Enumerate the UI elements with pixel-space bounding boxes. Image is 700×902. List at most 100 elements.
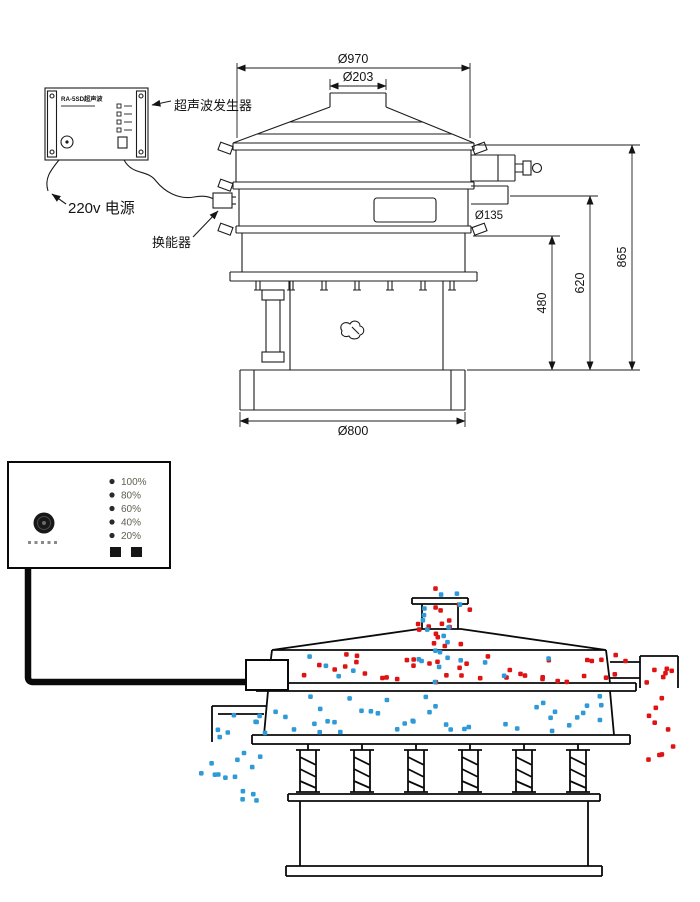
fine-particle-dot: [223, 775, 228, 780]
coarse-particle-dot: [485, 654, 491, 659]
coarse-particle-dot: [362, 671, 368, 676]
generator-subtitle-mark: [61, 105, 95, 107]
fine-particle-dot: [308, 694, 313, 699]
transducer-box: [245, 659, 289, 691]
fine-particle-dot: [501, 673, 507, 679]
fine-particle-dot: [574, 715, 580, 720]
fine-particle-dot: [249, 764, 255, 770]
coarse-particle-dot: [652, 667, 657, 673]
fine-particle-dot: [423, 694, 429, 700]
control-panel-box: 100% 80% 60% 40% 20%: [7, 461, 171, 569]
spring-legs: [296, 744, 590, 793]
fine-particle-dot: [599, 702, 604, 708]
fine-particle-dot: [338, 729, 343, 735]
coarse-particle-dot: [522, 673, 528, 678]
coarse-particle-dot: [342, 664, 348, 669]
fine-particle-dot: [257, 713, 262, 719]
coarse-particle-dot: [384, 675, 389, 680]
fine-particle-dot: [448, 727, 453, 732]
coarse-particle-dot: [540, 675, 545, 680]
fine-particle-dot: [307, 654, 312, 659]
power-cord: [24, 568, 246, 686]
fine-particle-dot: [402, 721, 407, 726]
casting-mark-icon: [340, 320, 365, 340]
coarse-particle-dot: [518, 671, 523, 677]
fine-particle-dot: [347, 696, 352, 701]
coarse-particle-dot: [589, 658, 595, 664]
coarse-particle-dot: [435, 659, 440, 665]
coarse-particle-dot: [663, 670, 668, 676]
panel-level-row: 100%: [109, 477, 147, 488]
panel-level-row: 40%: [109, 518, 141, 529]
coarse-particle-dot: [433, 605, 438, 610]
coarse-particle-dot: [317, 662, 322, 668]
panel-level-label: 20%: [121, 531, 141, 542]
fine-particle-dot: [597, 694, 603, 699]
fine-particle-dot: [231, 712, 237, 718]
fine-particle-dot: [466, 724, 472, 730]
generator-knob-icon: [60, 135, 74, 149]
coarse-particle-dot: [599, 657, 604, 663]
coarse-particle-dot: [442, 643, 448, 649]
led-dot-icon: [109, 519, 115, 525]
coarse-particle-dot: [446, 618, 452, 623]
coarse-particle-dot: [354, 653, 360, 659]
fine-particle-dot: [597, 717, 603, 723]
fine-particle-dot: [215, 727, 221, 733]
fine-particle-dot: [254, 798, 259, 803]
fine-particle-dot: [216, 772, 221, 777]
fine-particle-dot: [432, 679, 438, 685]
fine-particle-dot: [421, 612, 427, 618]
fine-particle-dot: [254, 719, 259, 725]
fine-particle-dot: [411, 719, 416, 724]
sieve-machine-schematic: [211, 597, 679, 877]
callout-labels: 超声波发生器 220v 电源 换能器: [51, 98, 252, 250]
coarse-particle-dot: [458, 641, 464, 647]
coarse-particle-dot: [433, 586, 438, 591]
coarse-particle-dot: [433, 631, 439, 637]
fine-particle-dot: [454, 591, 460, 596]
fine-particle-dot: [424, 627, 430, 632]
schematic-base: [285, 793, 603, 877]
fine-particle-dot: [291, 727, 297, 732]
dim-height-mid: 620: [573, 273, 587, 294]
coarse-particle-dot: [457, 665, 462, 671]
ring-clamps: [217, 141, 488, 236]
left-discharge-chute: [211, 705, 266, 742]
led-dot-icon: [109, 492, 115, 498]
fine-particle-dot: [257, 754, 263, 759]
coarse-particle-dot: [664, 666, 670, 672]
fine-particle-dot: [199, 771, 204, 776]
panel-level-label: 100%: [121, 477, 147, 488]
led-dot-icon: [109, 478, 115, 485]
coarse-particle-dot: [555, 678, 560, 684]
fine-particle-dot: [394, 727, 400, 732]
dim-base-diameter: Ø800: [338, 424, 369, 438]
fine-particle-dot: [514, 726, 520, 731]
name-plate: [373, 197, 437, 223]
dim-inlet-diameter: Ø203: [343, 70, 374, 84]
fine-particle-dot: [552, 709, 558, 715]
label-ultrasonic-generator: 超声波发生器: [174, 98, 252, 113]
coarse-particle-dot: [404, 657, 410, 663]
label-transducer: 换能器: [152, 235, 191, 250]
fine-particle-dot: [540, 700, 546, 706]
coarse-particle-dot: [646, 757, 651, 762]
coarse-particle-dot: [439, 621, 445, 627]
coarse-particle-dot: [301, 672, 307, 678]
panel-level-label: 80%: [121, 491, 141, 502]
panel-tiny-marks: [28, 541, 57, 544]
panel-button-icon: [110, 547, 121, 557]
coarse-particle-dot: [354, 659, 359, 665]
fine-particle-dot: [482, 660, 488, 665]
transducer-cable: [123, 159, 216, 201]
fine-particle-dot: [436, 664, 442, 670]
coarse-particle-dot: [603, 675, 609, 680]
coarse-particle-dot: [507, 667, 513, 673]
coarse-particle-dot: [444, 673, 449, 678]
panel-level-label: 40%: [121, 518, 141, 529]
fine-particle-dot: [251, 791, 256, 797]
fine-particle-dot: [217, 734, 222, 740]
fine-particle-dot: [503, 721, 508, 727]
